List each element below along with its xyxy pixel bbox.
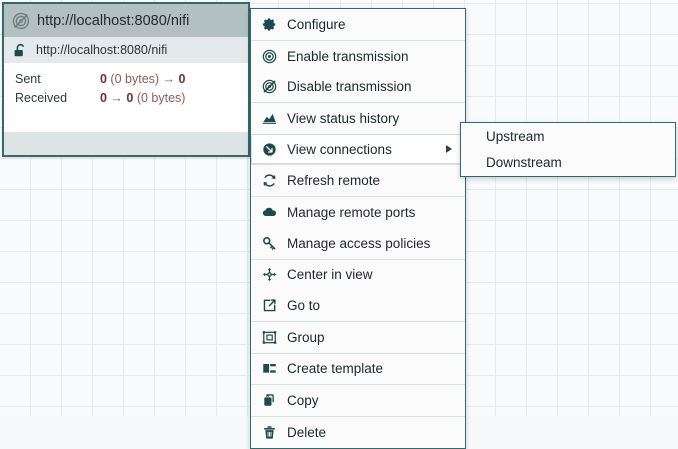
key-icon [261, 235, 278, 252]
menu-group: Configure [251, 9, 465, 40]
menu-item-label: Disable transmission [287, 79, 412, 95]
transmission-disabled-icon [12, 12, 30, 30]
menu-item-manage-access-policies[interactable]: Manage access policies [251, 228, 465, 259]
submenu-item-label: Upstream [486, 128, 545, 144]
menu-item-label: Copy [287, 393, 319, 409]
menu-group: Delete [251, 415, 465, 448]
menu-item-label: View status history [287, 110, 400, 126]
stat-row-sent: Sent 0 (0 bytes) → 0 [4, 72, 248, 91]
menu-group: Refresh remote [251, 164, 465, 196]
stat-label-sent: Sent [15, 72, 41, 86]
stat-label-received: Received [15, 91, 68, 105]
menu-item-manage-remote-ports[interactable]: Manage remote ports [251, 197, 465, 228]
menu-item-copy[interactable]: Copy [251, 385, 465, 416]
menu-item-group[interactable]: Group [251, 322, 465, 353]
submenu-item-label: Downstream [486, 155, 562, 171]
menu-item-label: Go to [287, 298, 321, 314]
menu-group: Center in view Go to [251, 258, 465, 321]
menu-item-view-status-history[interactable]: View status history [251, 103, 465, 134]
transmission-enabled-icon [261, 48, 278, 65]
rpg-uri-text: http://localhost:8080/nifi [36, 43, 168, 57]
menu-item-label: Manage access policies [287, 235, 431, 251]
menu-item-view-connections[interactable]: View connections [251, 133, 465, 165]
stat-row-received: Received 0 → 0 (0 bytes) [4, 91, 248, 110]
menu-group: Group [251, 320, 465, 353]
menu-item-label: View connections [287, 141, 392, 157]
menu-item-disable-transmission[interactable]: Disable transmission [251, 71, 465, 102]
menu-item-label: Create template [287, 361, 384, 377]
stat-value-received: 0 → 0 (0 bytes) [100, 91, 186, 105]
rpg-footer [4, 132, 248, 155]
menu-item-center-in-view[interactable]: Center in view [251, 260, 465, 291]
menu-group: Copy [251, 384, 465, 416]
template-icon [261, 360, 278, 377]
menu-item-label: Center in view [287, 267, 373, 283]
menu-item-label: Delete [287, 424, 327, 440]
submenu-item-downstream[interactable]: Downstream [461, 150, 675, 177]
unlocked-padlock-icon [13, 43, 28, 58]
chart-area-icon [261, 110, 278, 127]
stat-value-sent: 0 (0 bytes) → 0 [100, 72, 186, 86]
menu-item-enable-transmission[interactable]: Enable transmission [251, 41, 465, 72]
menu-item-label: Refresh remote [287, 173, 381, 189]
menu-item-refresh-remote[interactable]: Refresh remote [251, 165, 465, 196]
trash-icon [261, 424, 278, 441]
menu-item-go-to[interactable]: Go to [251, 290, 465, 321]
rpg-header: http://localhost:8080/nifi [4, 4, 248, 37]
rpg-title: http://localhost:8080/nifi [37, 12, 190, 29]
menu-item-label: Group [287, 329, 325, 345]
menu-item-label: Manage remote ports [287, 204, 416, 220]
menu-item-create-template[interactable]: Create template [251, 354, 465, 385]
transmission-disabled-icon [261, 78, 278, 95]
rpg-stats: Sent 0 (0 bytes) → 0 Received 0 → 0 (0 b… [4, 63, 248, 110]
submenu-item-upstream[interactable]: Upstream [461, 123, 675, 150]
remote-process-group-component[interactable]: http://localhost:8080/nifi http://localh… [2, 2, 250, 157]
menu-item-label: Enable transmission [287, 48, 409, 64]
menu-group: Create template [251, 352, 465, 385]
copy-icon [261, 392, 278, 409]
menu-item-configure[interactable]: Configure [251, 9, 465, 40]
menu-item-label: Configure [287, 16, 346, 32]
menu-item-delete[interactable]: Delete [251, 417, 465, 448]
group-icon [261, 329, 278, 346]
gear-icon [261, 16, 278, 33]
external-link-icon [261, 297, 278, 314]
connections-icon [261, 141, 278, 158]
refresh-icon [261, 172, 278, 189]
crosshair-icon [261, 266, 278, 283]
rpg-uri-row: http://localhost:8080/nifi [4, 37, 248, 63]
cloud-icon [261, 204, 278, 221]
chevron-right-icon [446, 145, 452, 154]
